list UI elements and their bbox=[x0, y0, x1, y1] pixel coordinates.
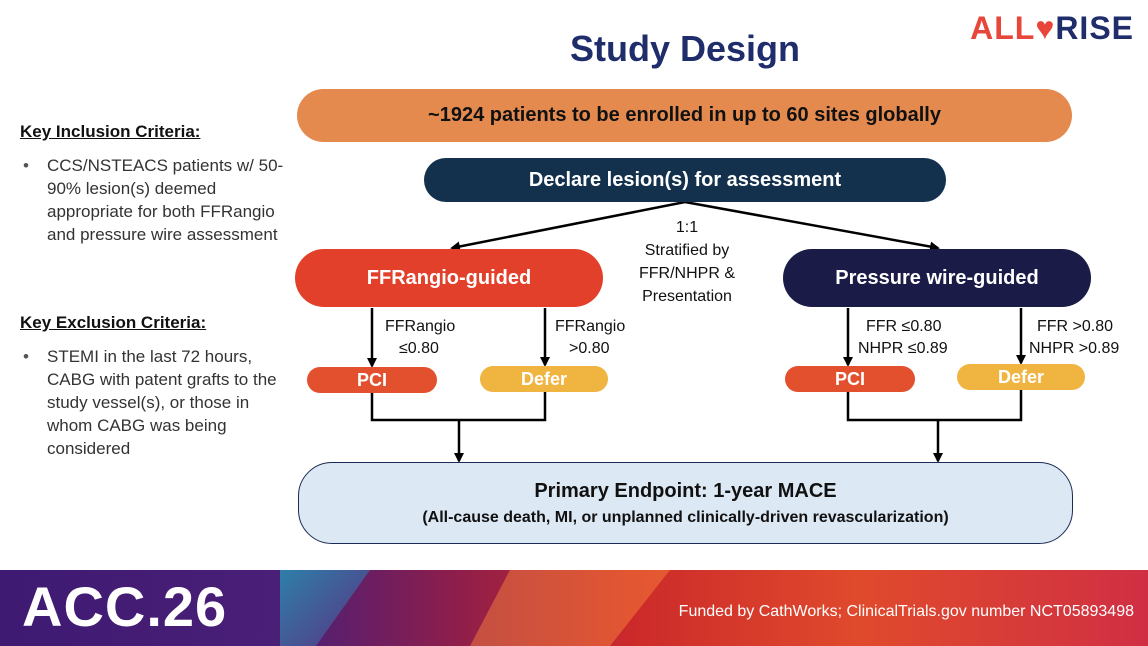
inclusion-item: CCS/NSTEACS patients w/ 50-90% lesion(s)… bbox=[20, 154, 290, 246]
pressure-wire-guided-arm: Pressure wire-guided bbox=[783, 249, 1091, 307]
ffrangio-pci-box: PCI bbox=[307, 367, 437, 393]
inclusion-criteria: Key Inclusion Criteria: CCS/NSTEACS pati… bbox=[20, 122, 290, 246]
threshold-line-1: FFRangio bbox=[385, 318, 456, 335]
ffrangio-defer-box: Defer bbox=[480, 366, 608, 392]
arrow-to-pressure-wire bbox=[684, 200, 940, 252]
page-title: Study Design bbox=[569, 28, 801, 69]
logo-text-all: ALL bbox=[970, 10, 1036, 46]
ffrangio-defer-threshold: FFRangio >0.80 bbox=[555, 316, 625, 360]
threshold-line-1: FFR ≤0.80 bbox=[866, 318, 942, 335]
footer-decoration bbox=[280, 570, 370, 646]
threshold-line-2: >0.80 bbox=[569, 340, 610, 357]
exclusion-list: STEMI in the last 72 hours, CABG with pa… bbox=[20, 345, 290, 460]
funding-statement: Funded by CathWorks; ClinicalTrials.gov … bbox=[678, 603, 1134, 620]
exclusion-heading: Key Exclusion Criteria: bbox=[20, 313, 207, 332]
acc-event-logo: ACC.26 bbox=[22, 575, 228, 638]
threshold-line-2: NHPR >0.89 bbox=[1029, 340, 1120, 357]
arrow-to-ffrangio bbox=[450, 200, 686, 252]
threshold-line-1: FFR >0.80 bbox=[1037, 318, 1114, 335]
primary-endpoint-box: Primary Endpoint: 1-year MACE (All-cause… bbox=[298, 462, 1073, 544]
pressure-wire-pci-threshold: FFR ≤0.80 NHPR ≤0.89 bbox=[858, 316, 948, 360]
stratification-line-1: Stratified by bbox=[644, 242, 730, 259]
logo-text-rise: RISE bbox=[1055, 10, 1134, 46]
stratification-line-3: Presentation bbox=[642, 288, 732, 305]
enrollment-box: ~1924 patients to be enrolled in up to 6… bbox=[297, 89, 1072, 142]
threshold-line-2: NHPR ≤0.89 bbox=[858, 340, 948, 357]
left-merge-line bbox=[370, 392, 547, 422]
exclusion-criteria: Key Exclusion Criteria: STEMI in the las… bbox=[20, 313, 290, 460]
ffrangio-pci-threshold: FFRangio ≤0.80 bbox=[385, 316, 455, 360]
pressure-wire-defer-threshold: FFR >0.80 NHPR >0.89 bbox=[1029, 316, 1119, 360]
ffrangio-guided-arm: FFRangio-guided bbox=[295, 249, 603, 307]
heart-icon: ♥ bbox=[1035, 10, 1056, 46]
declare-lesions-box: Declare lesion(s) for assessment bbox=[424, 158, 946, 202]
threshold-line-2: ≤0.80 bbox=[399, 340, 439, 357]
exclusion-item: STEMI in the last 72 hours, CABG with pa… bbox=[20, 345, 290, 460]
randomization-label: 1:1 Stratified by FFR/NHPR & Presentatio… bbox=[612, 216, 762, 308]
right-merge-line bbox=[846, 390, 1023, 422]
inclusion-list: CCS/NSTEACS patients w/ 50-90% lesion(s)… bbox=[20, 154, 290, 246]
endpoint-title: Primary Endpoint: 1-year MACE bbox=[534, 479, 837, 502]
stratification-line-2: FFR/NHPR & bbox=[639, 265, 735, 282]
pressure-wire-pci-box: PCI bbox=[785, 366, 915, 392]
inclusion-heading: Key Inclusion Criteria: bbox=[20, 122, 201, 141]
footer-banner bbox=[0, 570, 1148, 646]
randomization-ratio: 1:1 bbox=[675, 219, 699, 236]
footer-decoration bbox=[470, 570, 670, 646]
allrise-logo: ALL♥RISE bbox=[970, 10, 1134, 46]
pressure-wire-defer-box: Defer bbox=[957, 364, 1085, 390]
threshold-line-1: FFRangio bbox=[555, 318, 626, 335]
endpoint-subtitle: (All-cause death, MI, or unplanned clini… bbox=[422, 508, 949, 526]
